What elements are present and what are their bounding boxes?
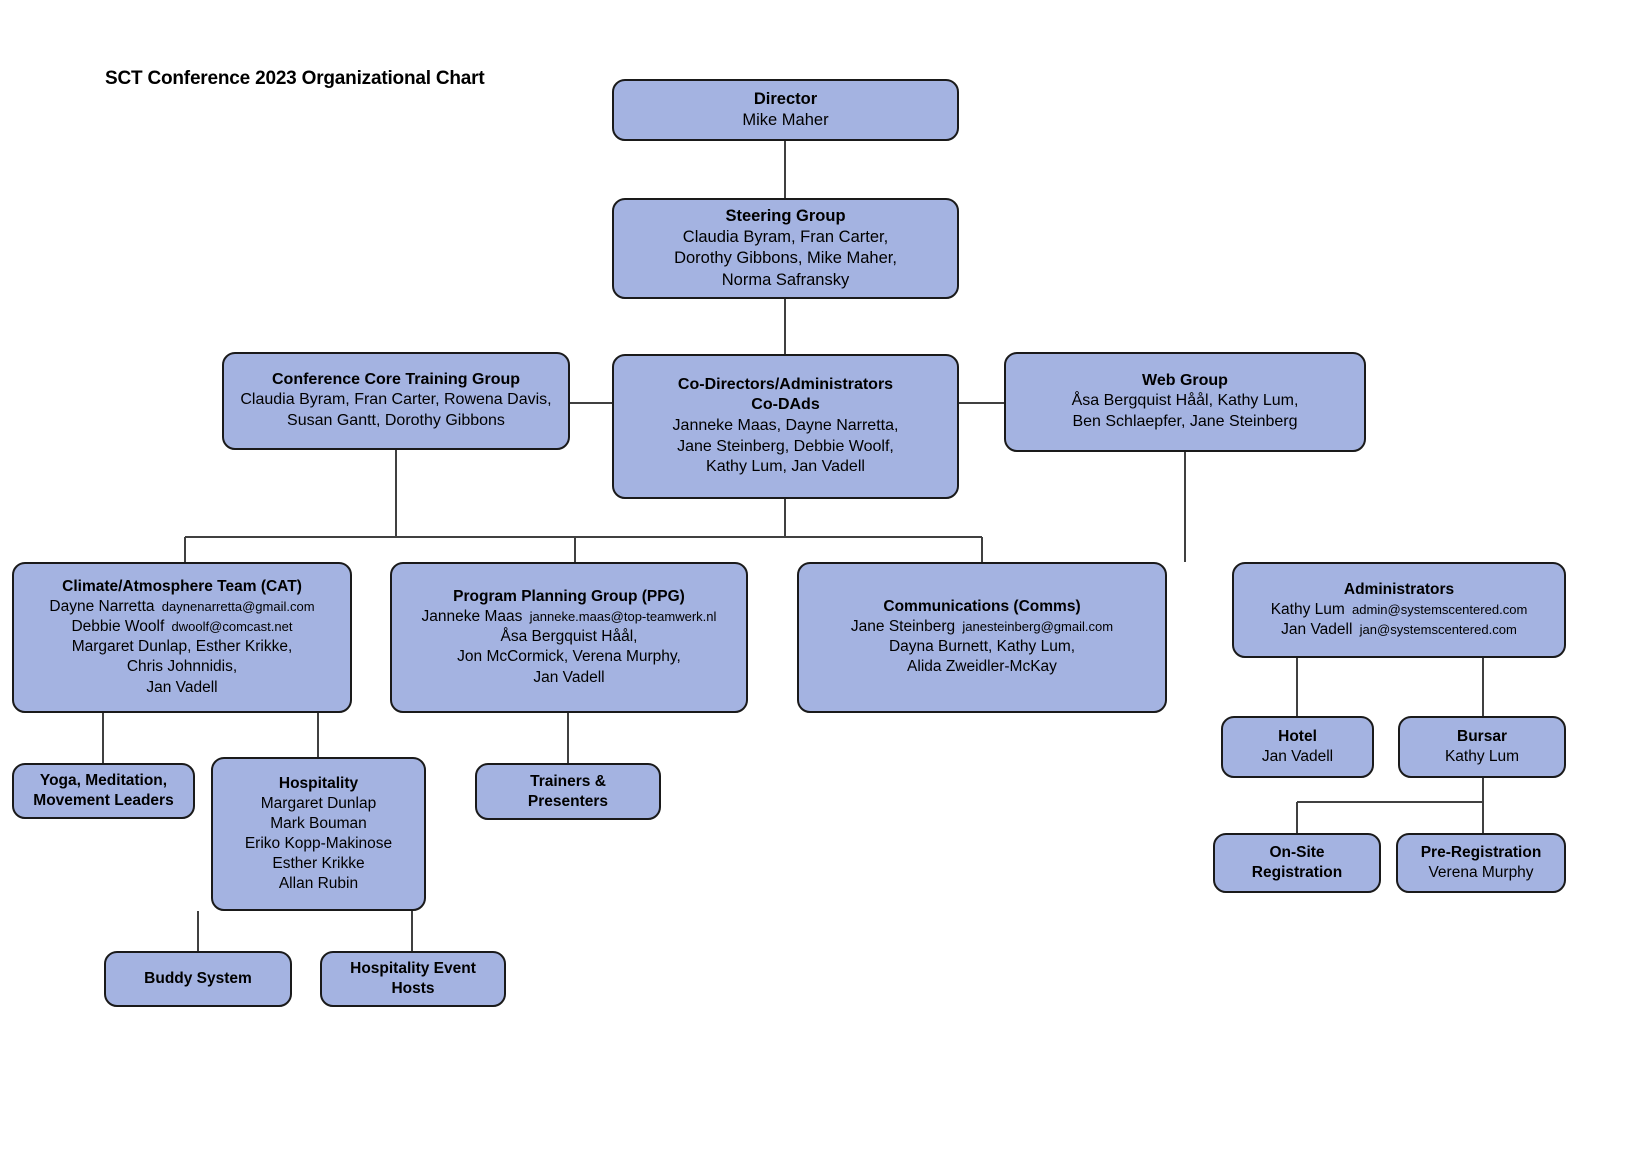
- node-pre-registration-body: Verena Murphy: [1428, 863, 1534, 881]
- node-hospitality-body: Margaret Dunlap Mark Bouman Eriko Kopp-M…: [244, 794, 393, 893]
- node-climate-atmosphere-team[interactable]: Climate/Atmosphere Team (CAT) Dayne Narr…: [12, 562, 352, 713]
- node-yoga-meditation-movement-leaders[interactable]: Yoga, Meditation, Movement Leaders: [12, 763, 195, 819]
- node-trainers-presenters[interactable]: Trainers & Presenters: [475, 763, 661, 820]
- person-name: Jane Steinberg: [850, 618, 956, 636]
- node-trainers-header: Trainers & Presenters: [527, 772, 609, 810]
- node-ppg-body: Janneke Maas janneke.maas@top-teamwerk.n…: [422, 607, 717, 688]
- node-body-line: Åsa Bergquist Håål,: [422, 627, 717, 647]
- person-email: admin@systemscentered.com: [1344, 601, 1528, 617]
- person-name: Chris Johnnidis,: [126, 658, 238, 676]
- node-body-line: Jan Vadell: [49, 678, 314, 698]
- node-body-line: Alida Zweidler-McKay: [851, 657, 1113, 677]
- node-body-line: Dayna Burnett, Kathy Lum,: [851, 637, 1113, 657]
- node-web-group[interactable]: Web Group Åsa Bergquist Håål, Kathy Lum,…: [1004, 352, 1366, 452]
- node-comms-header: Communications (Comms): [883, 598, 1081, 616]
- node-web-group-header: Web Group: [1142, 371, 1228, 389]
- node-cctg-header: Conference Core Training Group: [271, 370, 521, 388]
- node-steering-group[interactable]: Steering Group Claudia Byram, Fran Carte…: [612, 198, 959, 299]
- node-on-site-registration[interactable]: On-Site Registration: [1213, 833, 1381, 893]
- person-name: Dayne Narretta: [49, 598, 155, 616]
- node-body-line: Janneke Maas janneke.maas@top-teamwerk.n…: [422, 607, 717, 627]
- node-conference-core-training-group[interactable]: Conference Core Training Group Claudia B…: [222, 352, 570, 450]
- node-director-body: Mike Maher: [742, 110, 829, 129]
- person-name: Debbie Woolf: [71, 618, 165, 636]
- person-name: Jan Vadell: [533, 668, 605, 686]
- node-administrators-header: Administrators: [1343, 580, 1455, 598]
- node-pre-registration-header: Pre-Registration: [1420, 844, 1542, 862]
- node-body-line: Chris Johnnidis,: [49, 657, 314, 677]
- node-hospitality-event-hosts-header: Hospitality Event Hosts: [350, 960, 476, 997]
- person-name: Kathy Lum: [1270, 600, 1345, 618]
- node-administrators[interactable]: Administrators Kathy Lum admin@systemsce…: [1232, 562, 1566, 658]
- node-body-line: Margaret Dunlap, Esther Krikke,: [49, 637, 314, 657]
- node-hotel-body: Jan Vadell: [1261, 747, 1334, 765]
- node-hotel-header: Hotel: [1278, 728, 1317, 746]
- node-codads-header: Co-Directors/Administrators Co-DAds: [677, 375, 894, 414]
- node-steering-group-body: Claudia Byram, Fran Carter, Dorothy Gibb…: [674, 227, 897, 289]
- node-cctg-body: Claudia Byram, Fran Carter, Rowena Davis…: [240, 391, 552, 430]
- person-name: Alida Zweidler-McKay: [907, 658, 1057, 676]
- node-body-line: Jane Steinberg janesteinberg@gmail.com: [851, 617, 1113, 637]
- node-hospitality-header: Hospitality: [278, 774, 359, 792]
- node-buddy-system-header: Buddy System: [144, 970, 252, 988]
- node-body-line: Debbie Woolf dwoolf@comcast.net: [49, 617, 314, 637]
- node-hospitality[interactable]: Hospitality Margaret Dunlap Mark Bouman …: [211, 757, 426, 911]
- person-name: Jan Vadell: [146, 678, 218, 696]
- node-web-group-body: Åsa Bergquist Håål, Kathy Lum, Ben Schla…: [1071, 392, 1299, 431]
- node-director[interactable]: Director Mike Maher: [612, 79, 959, 141]
- node-director-header: Director: [753, 89, 818, 108]
- person-email: dwoolf@comcast.net: [164, 619, 293, 635]
- person-email: daynenarretta@gmail.com: [154, 599, 315, 615]
- node-hotel[interactable]: Hotel Jan Vadell: [1221, 716, 1374, 778]
- node-ppg-header: Program Planning Group (PPG): [453, 588, 685, 606]
- person-email: janesteinberg@gmail.com: [955, 619, 1114, 635]
- node-body-line: Dayne Narretta daynenarretta@gmail.com: [49, 597, 314, 617]
- node-hospitality-event-hosts[interactable]: Hospitality Event Hosts: [320, 951, 506, 1007]
- person-email: janneke.maas@top-teamwerk.nl: [522, 609, 717, 625]
- node-bursar-header: Bursar: [1457, 728, 1507, 746]
- page-title: SCT Conference 2023 Organizational Chart: [105, 68, 485, 89]
- person-name: Åsa Bergquist Håål,: [500, 628, 638, 646]
- node-communications[interactable]: Communications (Comms) Jane Steinberg ja…: [797, 562, 1167, 713]
- node-steering-group-header: Steering Group: [725, 206, 846, 225]
- node-body-line: Kathy Lum admin@systemscentered.com: [1271, 600, 1528, 620]
- node-bursar[interactable]: Bursar Kathy Lum: [1398, 716, 1566, 778]
- person-name: Dayna Burnett, Kathy Lum,: [888, 638, 1076, 656]
- node-body-line: Jon McCormick, Verena Murphy,: [422, 647, 717, 667]
- node-yoga-header: Yoga, Meditation, Movement Leaders: [33, 772, 174, 809]
- node-body-line: Jan Vadell: [422, 668, 717, 688]
- node-pre-registration[interactable]: Pre-Registration Verena Murphy: [1396, 833, 1566, 893]
- node-body-line: Jan Vadell jan@systemscentered.com: [1271, 620, 1528, 640]
- node-program-planning-group[interactable]: Program Planning Group (PPG) Janneke Maa…: [390, 562, 748, 713]
- person-name: Jan Vadell: [1281, 620, 1353, 638]
- node-buddy-system[interactable]: Buddy System: [104, 951, 292, 1007]
- person-name: Jon McCormick, Verena Murphy,: [457, 648, 681, 666]
- node-codads-body: Janneke Maas, Dayne Narretta, Jane Stein…: [672, 416, 899, 476]
- person-name: Janneke Maas: [421, 608, 523, 626]
- person-email: jan@systemscentered.com: [1352, 621, 1517, 637]
- node-cat-header: Climate/Atmosphere Team (CAT): [62, 578, 302, 596]
- node-on-site-registration-header: On-Site Registration: [1251, 844, 1343, 881]
- node-co-directors-administrators[interactable]: Co-Directors/Administrators Co-DAds Jann…: [612, 354, 959, 499]
- person-name: Margaret Dunlap, Esther Krikke,: [71, 638, 293, 656]
- node-bursar-body: Kathy Lum: [1444, 747, 1520, 765]
